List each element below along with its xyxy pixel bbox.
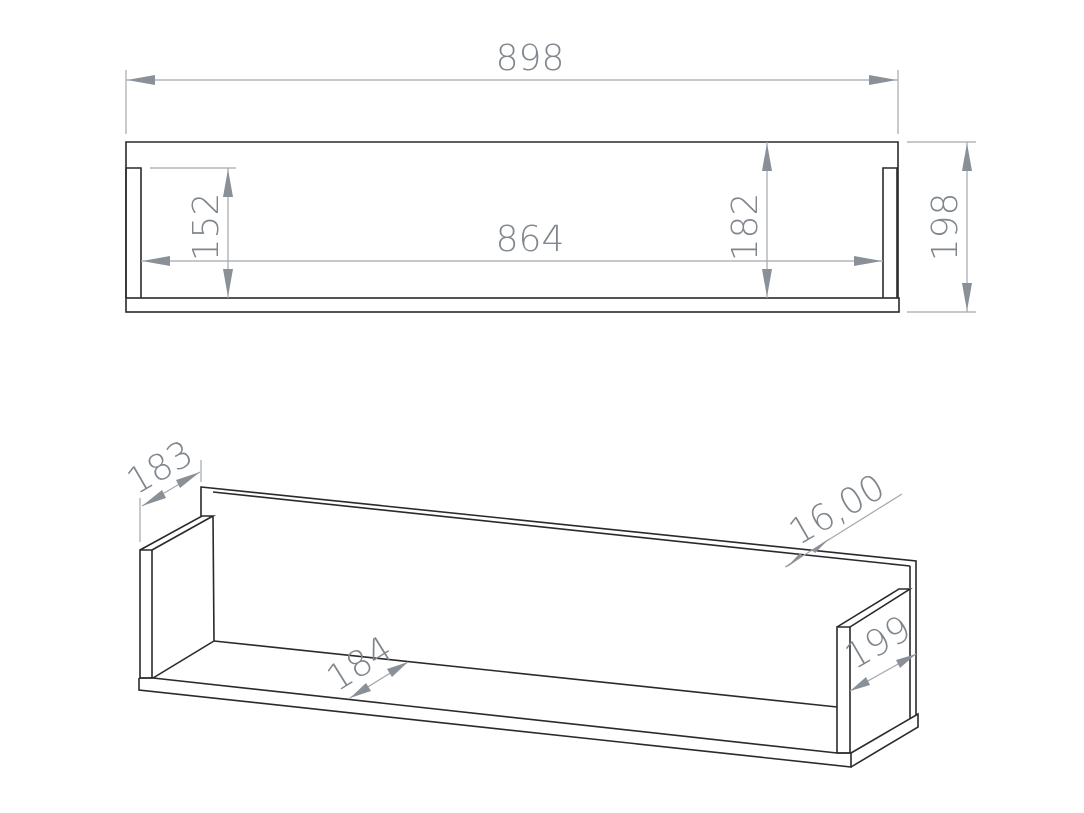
arrow-icon bbox=[896, 654, 916, 668]
arrow-icon bbox=[176, 472, 200, 488]
label-inner-width: 864 bbox=[496, 219, 565, 260]
arrow-up-icon bbox=[223, 169, 233, 197]
arrow-right-icon bbox=[854, 256, 882, 266]
arrow-left-icon bbox=[127, 75, 155, 85]
arrow-right-icon bbox=[869, 75, 897, 85]
label-side-height: 152 bbox=[186, 193, 227, 262]
dimension-inner-height: 182 bbox=[725, 142, 772, 298]
iso-right-panel bbox=[836, 588, 913, 754]
right-side-panel bbox=[882, 167, 898, 298]
front-view: 898 864 152 182 bbox=[125, 38, 976, 313]
arrow-left-icon bbox=[142, 256, 170, 266]
arrow-icon bbox=[850, 677, 870, 691]
dimension-base-depth: 184 bbox=[320, 629, 409, 700]
arrow-down-icon bbox=[962, 283, 972, 311]
dimension-overall-width: 898 bbox=[125, 38, 899, 134]
iso-left-panel bbox=[139, 515, 217, 679]
arrow-icon bbox=[387, 662, 408, 677]
arrow-down-icon bbox=[223, 269, 233, 297]
isometric-view: 183 16,00 184 199 bbox=[120, 433, 919, 768]
dimension-side-depth: 183 bbox=[120, 433, 202, 542]
iso-base-board bbox=[138, 677, 919, 768]
dimension-side-height: 152 bbox=[150, 167, 236, 298]
label-overall-width: 898 bbox=[496, 38, 565, 79]
arrow-up-icon bbox=[762, 143, 772, 171]
arrow-icon bbox=[350, 683, 371, 698]
label-inner-height: 182 bbox=[725, 193, 766, 262]
iso-back-panel bbox=[200, 486, 917, 715]
left-side-panel bbox=[125, 167, 142, 298]
label-panel-thickness: 16,00 bbox=[782, 467, 892, 554]
base-board bbox=[125, 297, 900, 313]
arrow-icon bbox=[786, 553, 803, 568]
arrow-icon bbox=[812, 538, 830, 553]
iso-floor bbox=[152, 640, 838, 754]
arrow-icon bbox=[142, 490, 166, 506]
dimension-overall-height: 198 bbox=[907, 141, 976, 313]
dimension-inner-width: 864 bbox=[141, 219, 883, 266]
arrow-down-icon bbox=[762, 269, 772, 297]
label-overall-height: 198 bbox=[925, 193, 966, 262]
arrow-up-icon bbox=[962, 143, 972, 171]
